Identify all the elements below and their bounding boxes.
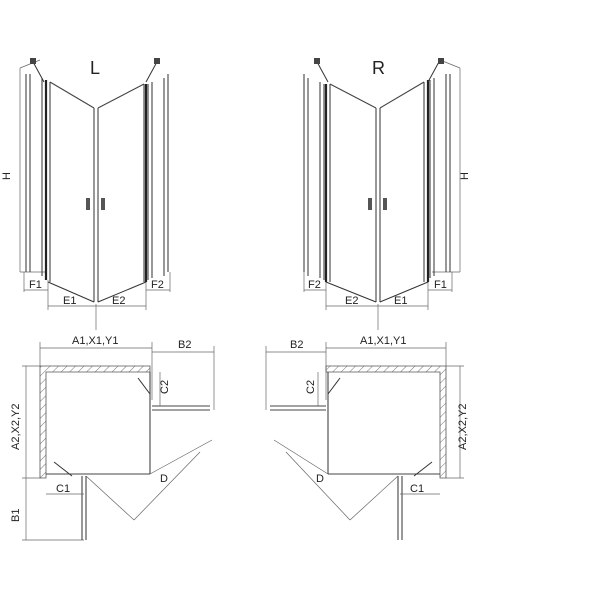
plan-left-c1: C1	[56, 483, 70, 495]
elevation-right-height-label: H	[459, 172, 471, 180]
wall-bracket-left-icon	[30, 58, 45, 83]
dim-label-e1: E1	[394, 295, 407, 307]
plan-left-side-dim: A2,X2,Y2	[10, 404, 22, 450]
door-left	[329, 83, 377, 302]
plan-right-d: D	[316, 473, 324, 485]
elevation-left-height-label: H	[1, 172, 13, 180]
door-right	[97, 83, 145, 302]
plan-right-side-dim: A2,X2,Y2	[457, 404, 469, 450]
wall-bracket-right-icon	[145, 58, 160, 83]
handle-right	[101, 198, 105, 210]
plan-right-b2: B2	[290, 339, 303, 351]
wall-hatched	[325, 365, 447, 479]
dim-label-f2: F2	[151, 279, 164, 291]
handle-right	[383, 198, 387, 210]
fixed-panel-right	[147, 74, 169, 280]
handle-left	[86, 198, 90, 210]
fixed-panel-left	[303, 74, 325, 280]
plan-left-b1: B1	[10, 509, 22, 522]
dim-label-e2: E2	[112, 295, 125, 307]
dim-label-f1: F1	[29, 279, 42, 291]
plan-left-c2: C2	[159, 380, 171, 394]
plan-right-c1: C1	[410, 483, 424, 495]
wall-bracket-right-icon	[427, 58, 444, 83]
elevation-left: L H	[1, 58, 171, 330]
fixed-panel-right	[429, 74, 451, 278]
elevation-right-title: R	[372, 58, 385, 78]
elevation-right: R H F2	[303, 58, 471, 330]
plan-left-d: D	[160, 473, 168, 485]
wall-hatched	[39, 365, 151, 479]
dim-label-f2: F2	[308, 279, 321, 291]
plan-right-c2: C2	[305, 380, 317, 394]
door-right	[379, 81, 425, 302]
dim-label-e2: E2	[345, 295, 358, 307]
plan-right: A1,X1,Y1 B2 A2,X2,Y2 C1 C2 D	[265, 335, 469, 540]
fixed-panel-left	[25, 74, 47, 278]
dim-label-f1: F1	[434, 279, 447, 291]
handle-left	[368, 198, 372, 210]
elevation-left-title: L	[90, 58, 100, 78]
plan-left-b2: B2	[178, 339, 191, 351]
plan-left-top-dim: A1,X1,Y1	[72, 335, 118, 347]
door-left	[49, 81, 95, 302]
wall-bracket-left-icon	[314, 58, 329, 83]
plan-right-top-dim: A1,X1,Y1	[360, 335, 406, 347]
dim-label-e1: E1	[63, 295, 76, 307]
plan-left: A1,X1,Y1 B2 A2,X2,Y2 B1 C1 C2	[10, 335, 215, 541]
